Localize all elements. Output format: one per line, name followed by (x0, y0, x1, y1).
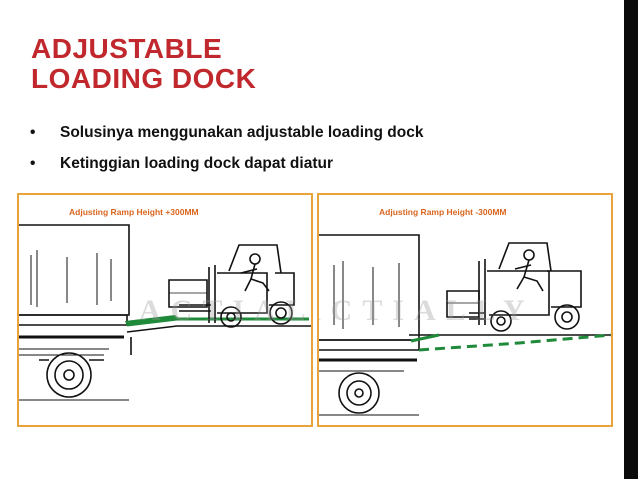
loading-dock-illustration: Adjusting Ramp Height +300MM (17, 193, 613, 427)
bullet-text: Ketinggian loading dock dapat diatur (60, 155, 333, 172)
panel-ramp-down: Adjusting Ramp Height -300MM (317, 193, 613, 427)
bullet-marker: • (30, 155, 36, 172)
caption-ramp-up: Adjusting Ramp Height +300MM (69, 207, 199, 217)
bullet-text: Solusinya menggunakan adjustable loading… (60, 124, 424, 141)
bullet-list: • Solusinya menggunakan adjustable loadin… (30, 123, 423, 185)
bullet-item: • Ketinggian loading dock dapat diatur (30, 154, 423, 185)
bullet-item: • Solusinya menggunakan adjustable loadin… (30, 123, 423, 154)
panel-ramp-up: Adjusting Ramp Height +300MM (17, 193, 313, 427)
slide-title: ADJUSTABLE LOADING DOCK (31, 34, 256, 94)
watermark-right: ACTIALLY (319, 294, 535, 327)
watermark-left: ACTIALLY (139, 294, 311, 327)
ramp-down-drawing: ACTIALLY (319, 234, 611, 416)
ramp-plate (125, 315, 179, 326)
caption-ramp-down: Adjusting Ramp Height -300MM (379, 207, 507, 217)
title-line-1: ADJUSTABLE (31, 33, 223, 64)
title-line-2: LOADING DOCK (31, 63, 257, 94)
ramp-up-drawing: ACTIALLY (19, 224, 311, 401)
bullet-marker: • (30, 124, 36, 141)
slide-edge-bar (624, 0, 638, 479)
